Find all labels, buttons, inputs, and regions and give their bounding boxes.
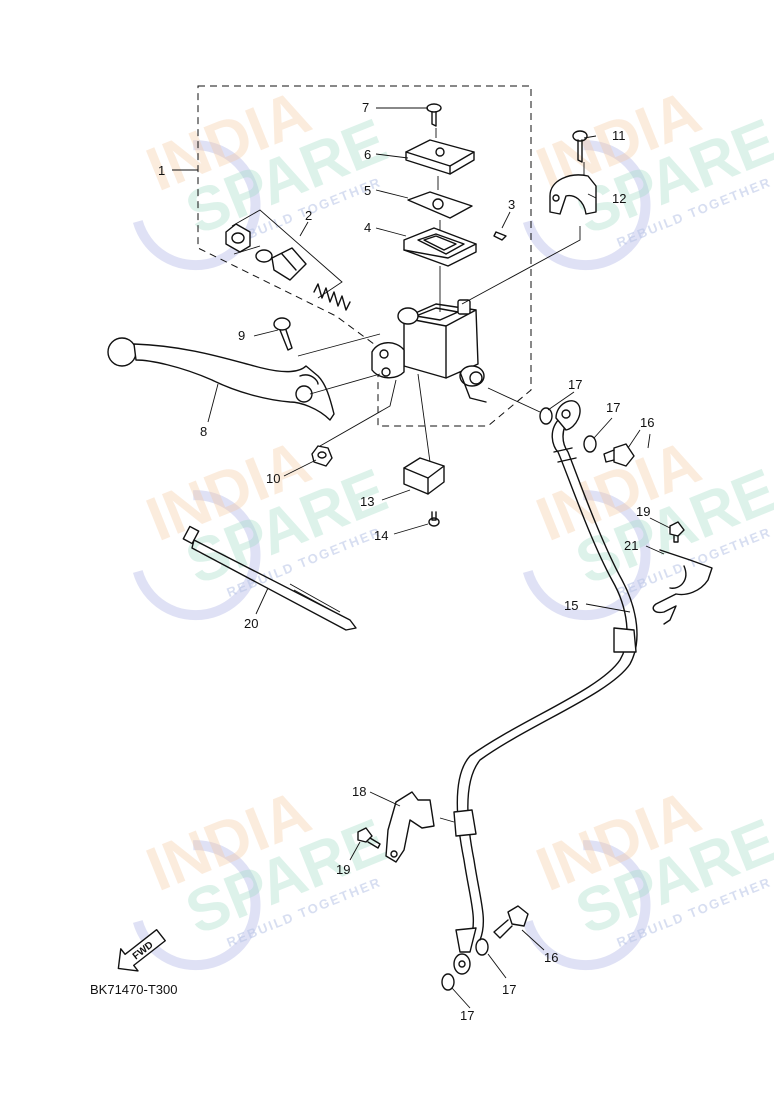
bracket-bolt-top: [669, 521, 685, 543]
callout-17: 17: [460, 1008, 474, 1023]
diaphragm-plate: [407, 191, 473, 219]
piston-kit: [225, 223, 351, 311]
callout-20: 20: [244, 616, 258, 631]
piston-kit-bracket: [231, 209, 343, 299]
diaphragm: [403, 227, 477, 267]
hose-bracket: [652, 549, 713, 625]
handlebar-holder: [549, 174, 597, 215]
callout-4: 4: [364, 220, 371, 235]
copper-washer: [441, 973, 455, 991]
holder-bolt: [572, 130, 588, 163]
watermark-mid-right: INDIA SPARE REBUILD TOGETHER: [522, 428, 774, 621]
watermark-logo-icon: [132, 840, 261, 971]
callout-2: 2: [305, 208, 312, 223]
callout-17: 17: [568, 377, 582, 392]
watermark-logo-icon: [522, 140, 651, 271]
watermark-logo-icon: [522, 840, 651, 971]
watermark-mid-left: INDIA SPARE REBUILD TOGETHER: [132, 428, 396, 621]
brake-lever: [107, 337, 335, 421]
callout-16: 16: [640, 415, 654, 430]
callout-6: 6: [364, 147, 371, 162]
callout-3: 3: [508, 197, 515, 212]
cable-tie: [182, 525, 357, 631]
callout-16: 16: [544, 950, 558, 965]
copper-washer: [539, 407, 553, 425]
reservoir-cap-screw: [426, 103, 442, 127]
callout-7: 7: [362, 100, 369, 115]
callout-19: 19: [636, 504, 650, 519]
watermark-group: INDIA SPARE REBUILD TOGETHER INDIA SPARE…: [132, 78, 774, 971]
hose-guide: [385, 791, 435, 863]
callout-9: 9: [238, 328, 245, 343]
switch-screw: [428, 511, 440, 527]
callout-14: 14: [374, 528, 388, 543]
callout-5: 5: [364, 183, 371, 198]
callout-15: 15: [564, 598, 578, 613]
watermark-top-right: INDIA SPARE REBUILD TOGETHER: [522, 78, 774, 271]
callout-17: 17: [606, 400, 620, 415]
callout-13: 13: [360, 494, 374, 509]
callout-1: 1: [158, 163, 165, 178]
union-bolt-top: [603, 443, 635, 467]
copper-washer: [583, 435, 597, 453]
brake-hose: [453, 400, 638, 975]
watermark-logo-icon: [522, 490, 651, 621]
small-clip: [493, 231, 507, 241]
callout-8: 8: [200, 424, 207, 439]
master-cylinder-assembly-outline: [197, 85, 532, 427]
lever-pivot-bolt: [273, 317, 293, 351]
master-cylinder-body: [371, 299, 487, 403]
bracket-bolt-bottom: [357, 827, 381, 849]
figure-code: BK71470-T300: [90, 982, 177, 997]
copper-washer: [475, 938, 489, 956]
callout-12: 12: [612, 191, 626, 206]
callout-19: 19: [336, 862, 350, 877]
watermark-bottom-right: INDIA SPARE REBUILD TOGETHER: [522, 778, 774, 971]
callout-17: 17: [502, 982, 516, 997]
lever-pivot-nut: [311, 445, 333, 467]
watermark-logo-icon: [132, 490, 261, 621]
watermark-top-left: INDIA SPARE REBUILD TOGETHER: [132, 78, 396, 271]
callout-numbers: 1 2 3 4 5 6 7 8 9 10 11 12 13 14 15 16 1…: [158, 100, 654, 1023]
brake-light-switch: [403, 457, 445, 495]
piston-kit-bracket-lower: [233, 245, 261, 255]
union-bolt-bottom: [493, 905, 529, 939]
callout-11: 11: [612, 128, 626, 143]
reservoir-cap: [405, 139, 475, 175]
callout-18: 18: [352, 784, 366, 799]
callout-10: 10: [266, 471, 280, 486]
callout-21: 21: [624, 538, 638, 553]
leader-lines: [172, 107, 671, 1009]
